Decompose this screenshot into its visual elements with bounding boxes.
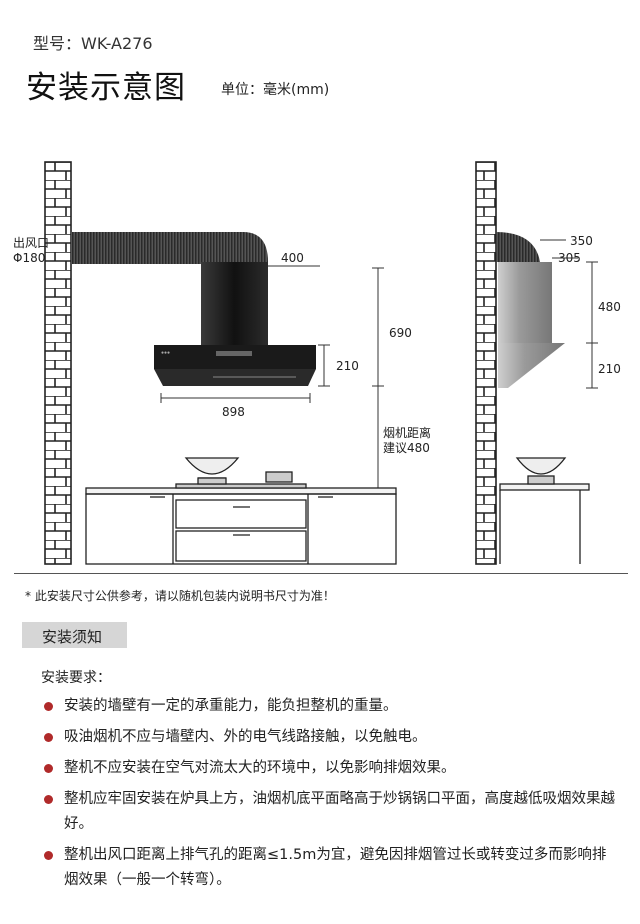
dim-305-label: 305 xyxy=(558,251,581,265)
hood-front-body xyxy=(154,345,316,369)
front-wok xyxy=(184,457,293,485)
list-item: 整机应牢固安装在炉具上方，油烟机底平面略高于炒锅锅口平面，高度越低吸烟效果越好。 xyxy=(42,787,617,837)
requirement-text: 安装的墙壁有一定的承重能力，能负担整机的重量。 xyxy=(64,698,398,714)
svg-text:●●●: ●●● xyxy=(161,350,170,356)
dim-400-label: 400 xyxy=(281,251,304,265)
left-wall xyxy=(44,161,72,565)
list-item: 吸油烟机不应与墙壁内、外的电气线路接触，以免触电。 xyxy=(42,725,617,750)
disclaimer-note: * 此安装尺寸公供参考，请以随机包装内说明书尺寸为准！ xyxy=(25,589,335,603)
dim-690-label: 690 xyxy=(389,326,412,340)
section-header: 安装须知 xyxy=(22,622,127,648)
outlet-label: 出风口 xyxy=(13,236,50,250)
list-item: 安装的墙壁有一定的承重能力，能负担整机的重量。 xyxy=(42,694,617,719)
dim-898-label: 898 xyxy=(222,405,245,419)
list-item: 整机出风口距离上排气孔的距离≤1.5m为宜，避免因排烟管过长或转变过多而影响排烟… xyxy=(42,843,617,893)
dim-210-front-label: 210 xyxy=(336,359,359,373)
distance-label: 烟机距离 xyxy=(383,426,432,440)
requirements-list: 安装的墙壁有一定的承重能力，能负担整机的重量。 吸油烟机不应与墙壁内、外的电气线… xyxy=(42,694,617,899)
dim-480-label: 480 xyxy=(598,300,621,314)
bullet-icon xyxy=(44,702,53,711)
model-number: 型号：WK-A276 xyxy=(33,34,153,53)
list-item: 整机不应安装在空气对流太大的环境中，以免影响排烟效果。 xyxy=(42,756,617,781)
section-title: 安装须知 xyxy=(42,628,103,646)
right-wall xyxy=(475,161,497,565)
dim-350-label: 350 xyxy=(570,234,593,248)
unit-label: 单位：毫米(mm) xyxy=(221,82,330,98)
hood-front-glass xyxy=(201,262,268,345)
bullet-icon xyxy=(44,764,53,773)
bullet-icon xyxy=(44,733,53,742)
requirement-text: 整机应牢固安装在炉具上方，油烟机底平面略高于炒锅锅口平面，高度越低吸烟效果越好。 xyxy=(64,791,615,832)
distance-suggestion-label: 建议480 xyxy=(383,441,430,455)
requirement-text: 整机不应安装在空气对流太大的环境中，以免影响排烟效果。 xyxy=(64,760,456,776)
requirement-text: 吸油烟机不应与墙壁内、外的电气线路接触，以免触电。 xyxy=(64,729,427,745)
dim-210-side-label: 210 xyxy=(598,362,621,376)
bullet-icon xyxy=(44,795,53,804)
requirements-title: 安装要求： xyxy=(41,670,111,686)
divider xyxy=(14,573,628,574)
bullet-icon xyxy=(44,851,53,860)
installation-diagram: ●●● xyxy=(44,161,598,565)
page-title: 安装示意图 xyxy=(26,70,186,106)
outlet-diameter-label: Φ180 xyxy=(13,251,46,265)
front-cabinet xyxy=(85,483,397,565)
side-cabinet xyxy=(499,457,590,564)
requirement-text: 整机出风口距离上排气孔的距离≤1.5m为宜，避免因排烟管过长或转变过多而影响排烟… xyxy=(64,847,607,888)
hood-side-body xyxy=(498,262,552,343)
exhaust-duct xyxy=(71,232,243,264)
